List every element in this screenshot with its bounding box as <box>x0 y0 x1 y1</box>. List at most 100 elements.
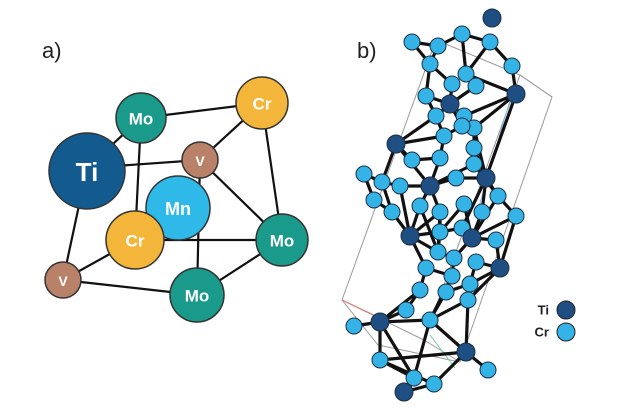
cr-atom <box>405 369 423 387</box>
cr-atom <box>365 191 383 209</box>
ti-atom <box>400 226 420 246</box>
ti-atom <box>420 176 440 196</box>
cr-atom <box>345 317 363 335</box>
cr-atom <box>453 117 471 135</box>
atom-v-left-label: V <box>58 273 68 289</box>
ti-atom <box>456 342 476 362</box>
cr-atom <box>371 351 389 369</box>
crystal-atoms <box>345 8 526 402</box>
atom-v-back-label: V <box>195 153 205 169</box>
cr-atom <box>417 259 435 277</box>
cr-atom <box>383 203 401 221</box>
atom-mn-center-label: Mn <box>165 199 191 219</box>
panel-b-label: b) <box>357 38 377 63</box>
cr-atom <box>455 195 473 213</box>
cr-atom <box>427 107 445 125</box>
atom-mo-right-label: Mo <box>270 232 295 251</box>
cr-atom <box>443 267 461 285</box>
cr-atom <box>411 197 429 215</box>
cr-atom <box>403 33 421 51</box>
legend-item-cr: Cr <box>535 322 576 342</box>
cr-atom <box>429 37 447 55</box>
atom-cr-front-label: Cr <box>126 232 145 251</box>
cr-atom <box>467 253 485 271</box>
atom-mo-bottom-label: Mo <box>185 287 210 306</box>
cr-atom <box>443 75 461 93</box>
cr-atom <box>461 275 479 293</box>
cr-atom <box>411 281 429 299</box>
atom-mo-right: Mo <box>255 213 309 267</box>
ti-atom <box>482 8 502 28</box>
cr-atom <box>425 375 443 393</box>
cr-atom <box>391 177 409 195</box>
cr-atom <box>487 231 505 249</box>
atom-ti-label: Ti <box>76 157 99 187</box>
atom-mo-right-circle <box>255 213 309 267</box>
atom-mn-center-circle <box>145 175 211 241</box>
atom-cr-top: Cr <box>235 76 289 130</box>
ti-atom <box>490 258 510 278</box>
cr-atom <box>403 151 421 169</box>
bond <box>378 350 468 362</box>
panel-a: a) V Mo Cr <box>42 38 309 323</box>
cr-atom <box>473 203 491 221</box>
atom-mo-top: Mo <box>115 92 167 144</box>
cr-atom <box>447 169 465 187</box>
atom-v-back-circle <box>181 141 219 179</box>
legend-cr-swatch <box>556 322 576 342</box>
legend-cr-label: Cr <box>535 325 549 340</box>
atom-v-left: V <box>44 261 82 299</box>
cr-atom <box>467 77 485 95</box>
cr-atom <box>465 155 483 173</box>
cr-atom <box>437 283 455 301</box>
ti-atom <box>370 312 390 332</box>
cr-atom <box>503 57 521 75</box>
bond <box>412 318 432 380</box>
cr-atom <box>453 25 471 43</box>
cr-atom <box>459 291 477 309</box>
legend-ti-label: Ti <box>538 303 549 318</box>
ti-atom <box>506 84 526 104</box>
atom-mo-bottom: Mo <box>169 267 225 323</box>
bond <box>378 358 436 386</box>
panel-a-label: a) <box>42 38 62 63</box>
atom-mn-center: Mn <box>145 175 211 241</box>
cr-atom <box>397 301 415 319</box>
atom-cr-front-circle <box>105 210 165 270</box>
ti-atom <box>394 382 414 402</box>
ti-atom <box>386 134 406 154</box>
bond <box>484 92 518 180</box>
cr-atom <box>481 33 499 51</box>
ti-atom <box>440 94 460 114</box>
cr-atom <box>421 55 439 73</box>
cr-atom <box>479 361 497 379</box>
atom-ti-circle <box>48 132 126 210</box>
cr-atom <box>507 207 525 225</box>
cr-atom <box>431 223 449 241</box>
cr-atom <box>465 139 483 157</box>
legend-ti-swatch <box>556 300 576 320</box>
cr-atom <box>417 87 435 105</box>
cr-atom <box>457 65 475 83</box>
legend-item-ti: Ti <box>538 300 576 320</box>
atom-cr-top-label: Cr <box>253 95 272 114</box>
atom-legend: Ti Cr <box>535 300 576 342</box>
cr-atom <box>489 187 507 205</box>
cr-atom <box>429 243 447 261</box>
cr-atom <box>373 173 391 191</box>
atom-mo-top-label: Mo <box>129 110 154 129</box>
ti-atom <box>476 168 496 188</box>
cr-atom <box>445 249 463 267</box>
cr-atom <box>421 311 439 329</box>
cr-atom <box>355 165 373 183</box>
atom-mo-bottom-circle <box>169 267 225 323</box>
atom-cr-front: Cr <box>105 210 165 270</box>
ti-atom <box>462 228 482 248</box>
panel-b: b) Ti Cr <box>341 8 576 402</box>
atom-cr-top-circle <box>235 76 289 130</box>
cr-atom <box>431 149 449 167</box>
bond <box>378 320 416 380</box>
atom-ti: Ti <box>48 132 126 210</box>
atom-v-back: V <box>181 141 219 179</box>
